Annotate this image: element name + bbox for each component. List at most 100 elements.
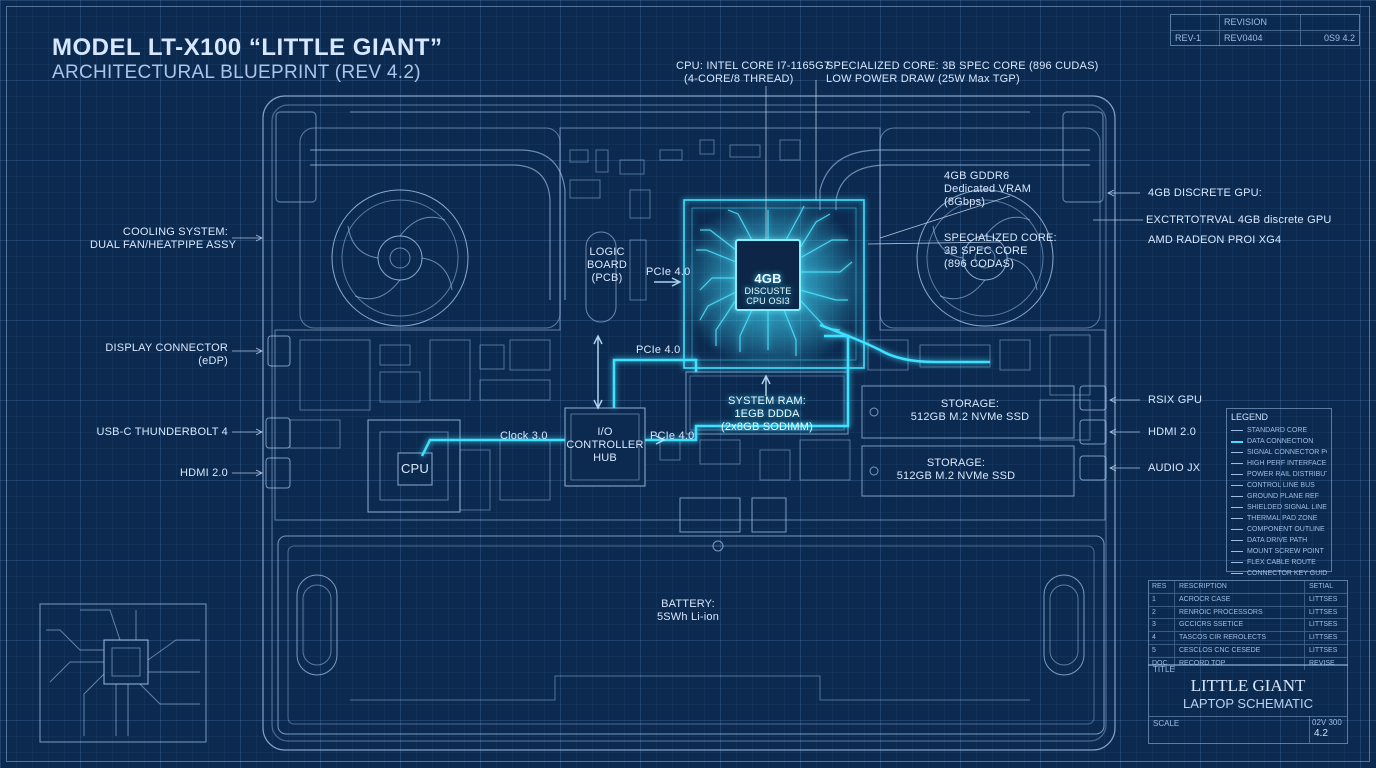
table-cell-ref: DOC [1149,657,1175,670]
legend-item-label: SIGNAL CONNECTOR PORT [1247,449,1327,456]
gpu-chip-glow [680,196,990,372]
battery-pack [277,535,1105,735]
legend-item: CONNECTOR KEY GUIDE [1231,569,1327,578]
table-cell-ref: 4 [1149,632,1175,644]
title-block-subtitle: LAPTOP SCHEMATIC [1182,696,1314,711]
clock-label: Clock 3.0 [500,430,548,442]
table-cell-ref: 2 [1149,606,1175,619]
revision-desc: REV0404 [1220,31,1301,46]
legend-item-label: CONNECTOR KEY GUIDE [1247,570,1327,577]
legend-item: DATA DRIVE PATH [1231,536,1327,545]
revision-header: REVISION [1220,15,1301,30]
table-cell-part: LITTSES [1309,646,1338,654]
legend-swatch [1231,507,1243,508]
legend-item-label: GROUND PLANE REF [1247,493,1319,500]
title-block-scale: SCALE [1153,719,1180,728]
legend-item: COMPONENT OUTLINE [1231,525,1327,534]
table-cell-ref: 1 [1149,593,1175,606]
table-cell-part: LITTSES [1309,595,1338,603]
legend-swatch [1231,485,1243,486]
table-cell-ref: 3 [1149,619,1175,632]
table-cell-part: LITTSES [1309,608,1338,616]
legend-item: SHIELDED SIGNAL LINE [1231,503,1327,512]
pcie-label-ram: PCIe 4.0 [636,344,681,356]
table-cell-desc: GCCICRS SSETICE [1175,619,1305,632]
right-fan [879,127,1101,329]
rsix-gpu-label: RSIX GPU [1148,394,1203,406]
legend-item: GROUND PLANE REF [1231,492,1327,501]
legend-item: SIGNAL CONNECTOR PORT [1231,448,1327,457]
io-hub-label: I/O CONTROLLER HUB [566,426,644,464]
usbc-label: USB-C THUNDERBOLT 4 [96,426,228,438]
legend-item-label: SHIELDED SIGNAL LINE [1247,504,1327,511]
io-hub-chip [564,407,646,487]
table-cell-part: LITTSES [1309,634,1338,642]
table-cell-ref: 5 [1149,644,1175,657]
pcie-label-hub: PCIe 4.0 [650,430,695,442]
battery-label: BATTERY: 5SWh Li-ion [656,598,720,623]
left-ports [265,335,291,489]
display-connector-label: DISPLAY CONNECTOR (eDP) [105,342,228,367]
page-subtitle: ARCHITECTURAL BLUEPRINT (REV 4.2) [52,62,421,83]
storage-slots [861,385,1075,497]
specialized-core-label: SPECIALIZED CORE: 3B SPEC CORE (896 CODA… [944,232,1057,270]
legend-item: POWER RAIL DISTRIBUTION [1231,470,1327,479]
table-cell-desc: RECORD TOP [1175,657,1305,670]
legend-item: DATA CONNECTION [1231,437,1327,446]
storage-label-a: STORAGE: 512GB M.2 NVMe SSD [910,398,1030,423]
table-cell-ref: RES [1149,581,1175,593]
legend-item-label: POWER RAIL DISTRIBUTION [1247,471,1327,478]
legend-swatch [1231,452,1243,453]
legend-item-label: DATA DRIVE PATH [1247,537,1308,544]
legend-item-label: STANDARD CORE [1247,427,1308,434]
cpu-spec-label: CPU: INTEL CORE I7-1165G7 (4-CORE/8 THRE… [676,60,831,85]
audio-jack-label: AUDIO JX [1148,462,1201,474]
discrete-gpu-label: 4GB DISCRETE GPU: [1148,187,1263,199]
signal-arrows [593,277,771,445]
legend-item: HIGH PERF INTERFACE SET [1231,459,1327,468]
title-block-label: TITLE [1153,665,1175,674]
legend-swatch [1231,540,1243,541]
title-block: TITLE LITTLE GIANT LAPTOP SCHEMATIC SCAL… [1148,664,1348,744]
table-cell-desc: RENROIC PROCESSORS [1175,606,1305,619]
hdmi-left-label: HDMI 2.0 [179,467,228,479]
legend-items: STANDARD CORE DATA CONNECTION SIGNAL CONNE… [1227,426,1331,578]
hdmi-right-label: HDMI 2.0 [1148,426,1197,438]
cpu-detail-inset [39,603,207,743]
title-block-rev-value: 4.2 [1314,728,1328,739]
storage-label-b: STORAGE: 512GB M.2 NVMe SSD [896,457,1016,482]
legend-item-label: COMPONENT OUTLINE [1247,526,1325,533]
table-cell-desc: ACROCR CASE [1175,593,1305,606]
legend-item: CONTROL LINE BUS [1231,481,1327,490]
legend-item-label: MOUNT SCREW POINT [1247,548,1324,555]
cooling-system-label: COOLING SYSTEM: DUAL FAN/HEATPIPE ASSY [90,226,237,251]
data-paths [420,334,850,457]
table-cell-desc: RESCRIPTION [1175,581,1305,593]
legend-swatch [1231,440,1243,443]
legend-item: THERMAL PAD ZONE [1231,514,1327,523]
legend-swatch [1231,474,1243,475]
legend-swatch [1231,463,1243,464]
leader-lines [232,80,1143,477]
legend-swatch [1231,551,1243,552]
revision-number: 0S9 4.2 [1323,33,1355,43]
legend-item-label: HIGH PERF INTERFACE SET [1247,460,1327,467]
pcie-label-gpu: PCIe 4.0 [646,266,691,278]
legend-item: FLEX CABLE ROUTE [1231,558,1327,567]
table-cell-part: REVISE [1309,659,1335,667]
logic-board [274,127,1106,521]
legend-item-label: DATA CONNECTION [1247,438,1314,445]
legend-item-label: FLEX CABLE ROUTE [1247,559,1316,566]
table-cell-desc: CESCLOS CNC CESEDE [1175,644,1305,657]
system-ram-label: SYSTEM RAM: 1EGB DDDA (2x8GB SODIMM) [720,395,814,433]
